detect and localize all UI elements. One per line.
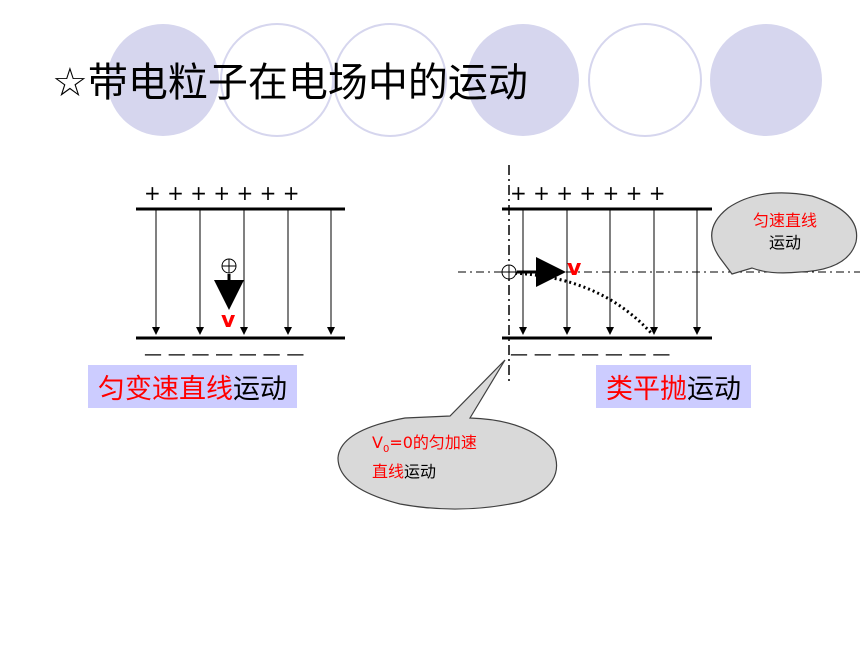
callout-top-right-text: 匀速直线 运动: [735, 210, 835, 254]
callout-bottom-text: V0=0的匀加速 直线运动: [372, 432, 522, 483]
right-field-lines: [519, 210, 701, 335]
decor-circle-3: [333, 23, 447, 137]
callout-bottom-red-2: 直线: [372, 462, 405, 482]
page-title: ☆带电粒子在电场中的运动: [52, 60, 528, 106]
left-particle: [221, 258, 237, 274]
parabolic-trajectory: [509, 271, 654, 336]
callout-top-right-line1: 匀速直线: [752, 211, 817, 230]
left-caption-black: 运动: [233, 374, 287, 405]
decor-circle-6: [710, 24, 822, 136]
callout-bottom: [337, 359, 558, 510]
callout-bottom-line2: 直线运动: [372, 461, 522, 483]
right-velocity-label: v: [567, 256, 582, 281]
right-caption: 类平抛运动: [596, 365, 751, 408]
left-minus-signs: — — — — — — —: [144, 344, 304, 365]
callout-bottom-line1: V0=0的匀加速: [372, 432, 522, 461]
right-caption-red: 类平抛: [606, 374, 687, 405]
right-capacitor: + + + + + + + — — — — — — —: [458, 165, 860, 385]
left-capacitor: + + + + + + + — — — — — — —: [136, 181, 345, 365]
right-plus-signs: + + + + + + +: [510, 181, 665, 205]
callout-top-right-line2: 运动: [768, 233, 801, 252]
left-caption: 匀变速直线运动: [88, 365, 297, 408]
decor-circle-4: [467, 24, 579, 136]
left-caption-red: 匀变速直线: [98, 374, 233, 405]
decor-circle-1: [107, 24, 219, 136]
right-caption-black: 运动: [687, 374, 741, 405]
callout-bottom-red-1: 匀加速: [428, 433, 477, 452]
v0-symbol: V: [372, 433, 383, 452]
decor-circle-5: [588, 23, 702, 137]
right-minus-signs: — — — — — — —: [510, 344, 670, 365]
right-particle: [501, 264, 517, 280]
left-plus-signs: + + + + + + +: [144, 181, 299, 205]
left-field-lines: [152, 210, 335, 335]
left-velocity-label: v: [221, 308, 236, 333]
callout-top-right: [711, 192, 858, 275]
v0-equals: =0的: [389, 433, 429, 452]
v0-subscript: 0: [382, 444, 390, 456]
callout-bottom-black: 运动: [404, 462, 437, 482]
